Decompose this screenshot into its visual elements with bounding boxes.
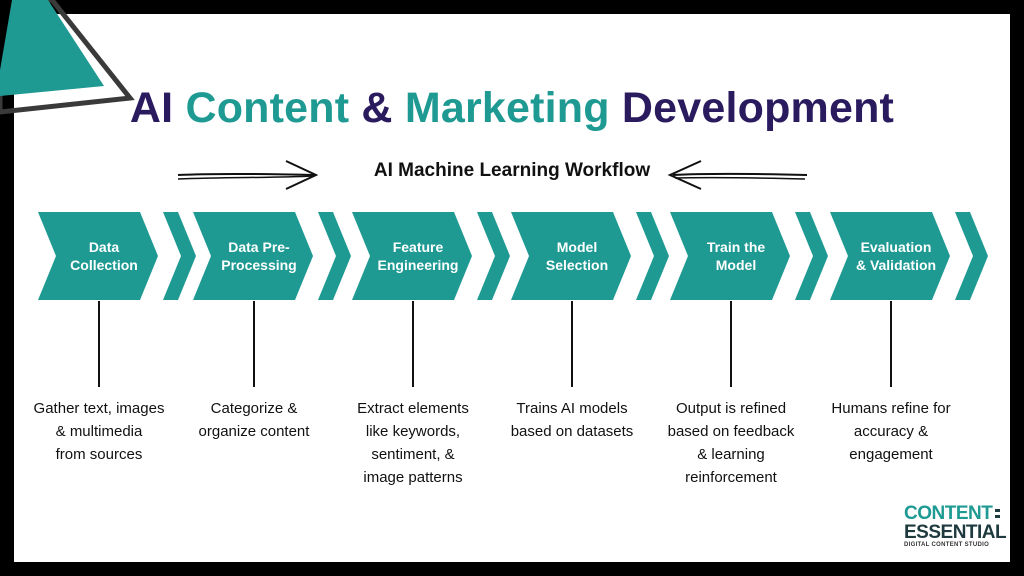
step-label-line: Model	[556, 239, 598, 255]
step-label-line: Data	[88, 239, 120, 255]
step-label: Data Pre- Processing	[201, 212, 317, 300]
step-description-line: sentiment, &	[371, 446, 455, 463]
subtitle: AI Machine Learning Workflow	[373, 160, 651, 181]
logo-line-2: ESSENTIAL	[904, 522, 1007, 543]
step-label-line: Selection	[545, 257, 609, 273]
step-description: Extract elements like keywords, sentiment,…	[328, 397, 498, 489]
connector-line	[890, 301, 892, 387]
step-description-line: Gather text, images	[33, 400, 165, 417]
content-essential-logo: CONTENT ESSENTIAL DIGITAL CONTENT STUDIO	[904, 503, 1007, 554]
step-description-line: & multimedia	[55, 423, 143, 440]
step-description-line: from sources	[55, 446, 143, 463]
connector-line	[412, 301, 414, 387]
step-description-line: based on feedback	[667, 423, 795, 440]
title-part-3: &	[349, 84, 405, 132]
title-part-4: Marketing	[404, 84, 610, 132]
title-part-1: AI	[129, 84, 186, 132]
step-description: Gather text, images & multimedia from sour…	[14, 397, 184, 466]
step-description-line: Trains AI models	[516, 400, 628, 417]
step-description: Categorize & organize content	[169, 397, 339, 443]
step-description-line: organize content	[198, 423, 310, 440]
step-label-line: Data Pre-	[228, 239, 290, 255]
step-description-line: reinforcement	[685, 469, 777, 486]
step-description: Humans refine for accuracy & engagement	[806, 397, 976, 466]
title-part-2: Content	[185, 84, 350, 132]
left-arrow-icon	[667, 160, 808, 190]
equals-icon	[995, 509, 1000, 518]
step-description-line: Extract elements	[357, 400, 469, 417]
step-chevron	[38, 212, 196, 300]
step-label-line: Train the	[706, 239, 766, 255]
step-description-line: Humans refine for	[831, 400, 951, 417]
step-label: Evaluation & Validation	[838, 212, 954, 300]
step-description-line: engagement	[849, 446, 933, 463]
step-label-line: Feature	[392, 239, 444, 255]
step-description-line: accuracy &	[853, 423, 929, 440]
step-chevron	[352, 212, 510, 300]
step-label-line: Collection	[70, 257, 138, 273]
step-description-line: Categorize &	[210, 400, 298, 417]
step-chevron	[830, 212, 988, 300]
step-label-line: Evaluation	[860, 239, 932, 255]
step-chevron	[511, 212, 669, 300]
page-title: AI Content & Marketing Development	[0, 84, 1024, 133]
step-label-line: Engineering	[377, 257, 459, 273]
step-chevron	[193, 212, 351, 300]
connector-line	[571, 301, 573, 387]
title-part-5: Development	[609, 84, 895, 132]
step-description: Output is refined based on feedback & lear…	[646, 397, 816, 489]
step-description-line: Output is refined	[675, 400, 787, 417]
step-description-line: image patterns	[363, 469, 463, 486]
connector-line	[98, 301, 100, 387]
logo-line-3: DIGITAL CONTENT STUDIO	[904, 542, 990, 548]
step-description-line: & learning	[697, 446, 765, 463]
connector-line	[730, 301, 732, 387]
step-description: Trains AI models based on datasets	[487, 397, 657, 443]
right-arrow-icon	[177, 160, 319, 190]
step-description-line: like keywords,	[365, 423, 461, 440]
step-description-line: based on datasets	[510, 423, 634, 440]
step-chevron	[670, 212, 828, 300]
step-label-line: Processing	[221, 257, 297, 273]
logo-line-1: CONTENT	[904, 503, 993, 524]
step-label-line: & Validation	[855, 257, 937, 273]
connector-line	[253, 301, 255, 387]
step-label-line: Model	[715, 257, 757, 273]
corner-triangle-decoration	[0, 0, 135, 115]
